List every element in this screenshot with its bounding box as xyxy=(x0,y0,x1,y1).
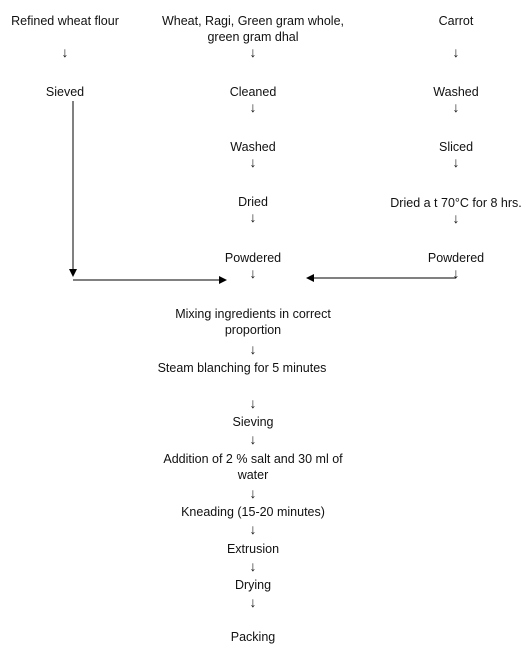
right-step-powdered: Powdered xyxy=(427,251,485,265)
right-arrow-4: ↓ xyxy=(452,210,460,226)
right-step-washed: Washed xyxy=(433,85,479,99)
middle-arrow-4: ↓ xyxy=(249,209,257,225)
right-step-dried: Dried a t 70°C for 8 hrs. xyxy=(390,196,522,210)
right-arrow-2: ↓ xyxy=(452,99,460,115)
process-drying: Drying xyxy=(234,578,272,592)
right-step-sliced: Sliced xyxy=(438,140,474,154)
middle-column-title: Wheat, Ragi, Green gram whole, green gra… xyxy=(161,14,345,44)
middle-arrow-3: ↓ xyxy=(249,154,257,170)
right-arrow-3: ↓ xyxy=(452,154,460,170)
middle-step-powdered: Powdered xyxy=(224,251,282,265)
middle-step-washed: Washed xyxy=(230,140,276,154)
middle-arrow-5: ↓ xyxy=(249,265,257,281)
left-column-title: Refined wheat flour xyxy=(11,14,119,28)
process-arrow-7: ↓ xyxy=(249,594,257,610)
process-arrow-3: ↓ xyxy=(249,431,257,447)
left-arrow-1: ↓ xyxy=(61,44,69,60)
middle-arrow-1: ↓ xyxy=(249,44,257,60)
process-arrow-1: ↓ xyxy=(249,341,257,357)
process-steam-blanching: Steam blanching for 5 minutes xyxy=(157,361,327,375)
middle-step-cleaned: Cleaned xyxy=(229,85,277,99)
left-step-sieved: Sieved xyxy=(45,85,85,99)
process-extrusion: Extrusion xyxy=(226,542,280,556)
process-arrow-4: ↓ xyxy=(249,485,257,501)
middle-arrow-2: ↓ xyxy=(249,99,257,115)
process-sieving: Sieving xyxy=(232,415,274,429)
right-column-title: Carrot xyxy=(438,14,474,28)
right-arrow-5: ↓ xyxy=(452,265,460,281)
process-mixing: Mixing ingredients in correct proportion xyxy=(175,307,331,337)
process-arrow-5: ↓ xyxy=(249,521,257,537)
process-arrow-2: ↓ xyxy=(249,395,257,411)
process-packing: Packing xyxy=(230,630,276,644)
middle-step-dried: Dried xyxy=(238,195,268,209)
process-arrow-6: ↓ xyxy=(249,558,257,574)
process-addition: Addition of 2 % salt and 30 ml of water xyxy=(163,452,343,482)
process-kneading: Kneading (15-20 minutes) xyxy=(181,505,325,519)
right-arrow-1: ↓ xyxy=(452,44,460,60)
